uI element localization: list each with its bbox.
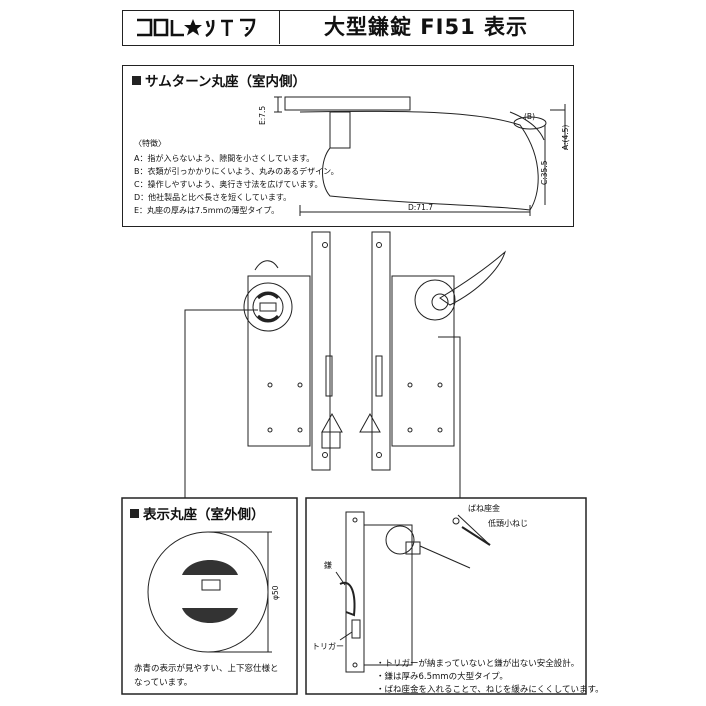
features-title: 〈特徴〉: [134, 139, 166, 148]
thumbturn-section-title: サムターン丸座（室内側）: [132, 70, 306, 90]
feature-e: E：丸座の厚みは7.5mmの薄型タイプ。: [134, 206, 280, 215]
feature-c: C：操作しやすいよう、奥行き寸法を広げています。: [134, 180, 323, 189]
brand-logo: [123, 11, 280, 44]
label-sickle: 鎌: [324, 561, 332, 570]
page-title: 大型鎌錠 FI51 表示: [323, 15, 528, 39]
feature-a: A：指が入らないよう、隙間を小さくしています。: [134, 154, 315, 163]
header-box: 大型鎌錠 FI51 表示: [122, 10, 574, 46]
dim-a-label: A:(4.5): [561, 124, 570, 150]
indicator-note-line-2: なっています。: [134, 678, 193, 688]
indicator-title-text: 表示丸座（室外側）: [143, 507, 265, 523]
dim-d-label: D:71.7: [408, 203, 434, 212]
dim-e-label: E:7.5: [258, 105, 267, 125]
indicator-note-line-1: 赤青の表示が見やすい、上下窓仕様と: [134, 664, 279, 674]
detail-note-3: ・ばね座金を入れることで、ねじを緩みにくくしています。: [376, 685, 604, 695]
spindle-shape: [329, 111, 351, 149]
section-marker-icon: [130, 509, 139, 518]
section-marker-icon: [132, 76, 141, 85]
thumbturn-title-text: サムターン丸座（室内側）: [145, 74, 307, 90]
feature-b: B：衣類が引っかかりにくいよう、丸みのあるデザイン。: [134, 167, 339, 176]
label-trigger: トリガー: [312, 642, 344, 651]
dim-b-label: (B): [524, 112, 535, 121]
feature-d: D：他社製品と比べ長さを短くしています。: [134, 193, 292, 202]
logo-graphic: [137, 18, 256, 38]
label-low-head-screw: 低頭小ねじ: [488, 519, 528, 528]
rosette-plate: [284, 96, 411, 111]
dim-phi-label: φ50: [271, 585, 280, 601]
detail-note-2: ・鎌は厚み6.5mmの大型タイプ。: [376, 672, 508, 682]
label-spring-washer: ばね座金: [468, 504, 500, 513]
detail-note-1: ・トリガーが納まっていないと鎌が出ない安全設計。: [376, 659, 580, 669]
thumbturn-lever: [299, 110, 539, 211]
indicator-section-title: 表示丸座（室外側）: [130, 503, 265, 523]
thumbturn-section-box: [122, 65, 574, 227]
dim-c-label: C:35.5: [540, 160, 549, 185]
